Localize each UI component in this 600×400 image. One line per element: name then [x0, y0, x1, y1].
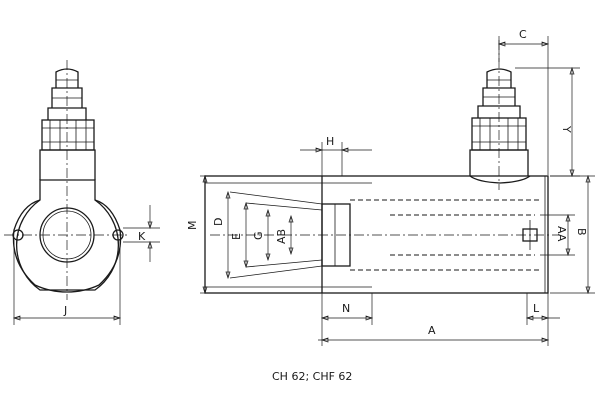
- dim-label-d: D: [212, 218, 225, 226]
- dim-label-c: C: [519, 28, 527, 41]
- dim-label-g: G: [252, 231, 265, 240]
- dimension-l: L: [525, 293, 560, 325]
- dimension-c: C: [497, 28, 550, 175]
- dim-label-k: K: [138, 230, 146, 243]
- dimension-k: K: [123, 205, 160, 262]
- dim-label-h: H: [326, 135, 334, 148]
- dimension-n: N: [320, 293, 374, 325]
- dim-label-aa: AA: [555, 226, 568, 242]
- end-view: [4, 60, 130, 300]
- dimension-y: Y: [515, 66, 580, 178]
- dim-label-ab: AB: [275, 229, 288, 244]
- side-view: [204, 40, 560, 294]
- dim-label-n: N: [342, 302, 350, 315]
- model-caption: CH 62; CHF 62: [272, 370, 352, 383]
- dim-label-e: E: [230, 233, 243, 240]
- dim-label-b: B: [575, 228, 588, 236]
- dimension-a: A: [318, 324, 550, 346]
- dim-label-y: Y: [560, 125, 573, 133]
- dimension-aa: AA: [540, 213, 575, 257]
- dimension-j: J: [12, 240, 122, 325]
- dimension-d: D: [212, 190, 231, 280]
- dim-label-j: J: [63, 304, 67, 317]
- dimension-e: E: [230, 201, 249, 269]
- dimension-h: H: [300, 135, 372, 176]
- dim-label-a: A: [428, 324, 436, 337]
- dimension-b: B: [550, 174, 595, 295]
- dimension-m: M: [186, 174, 212, 295]
- dimension-ab: AB: [275, 214, 294, 256]
- dimension-g: G: [252, 208, 271, 262]
- dim-label-l: L: [533, 302, 540, 315]
- dim-label-m: M: [186, 221, 199, 231]
